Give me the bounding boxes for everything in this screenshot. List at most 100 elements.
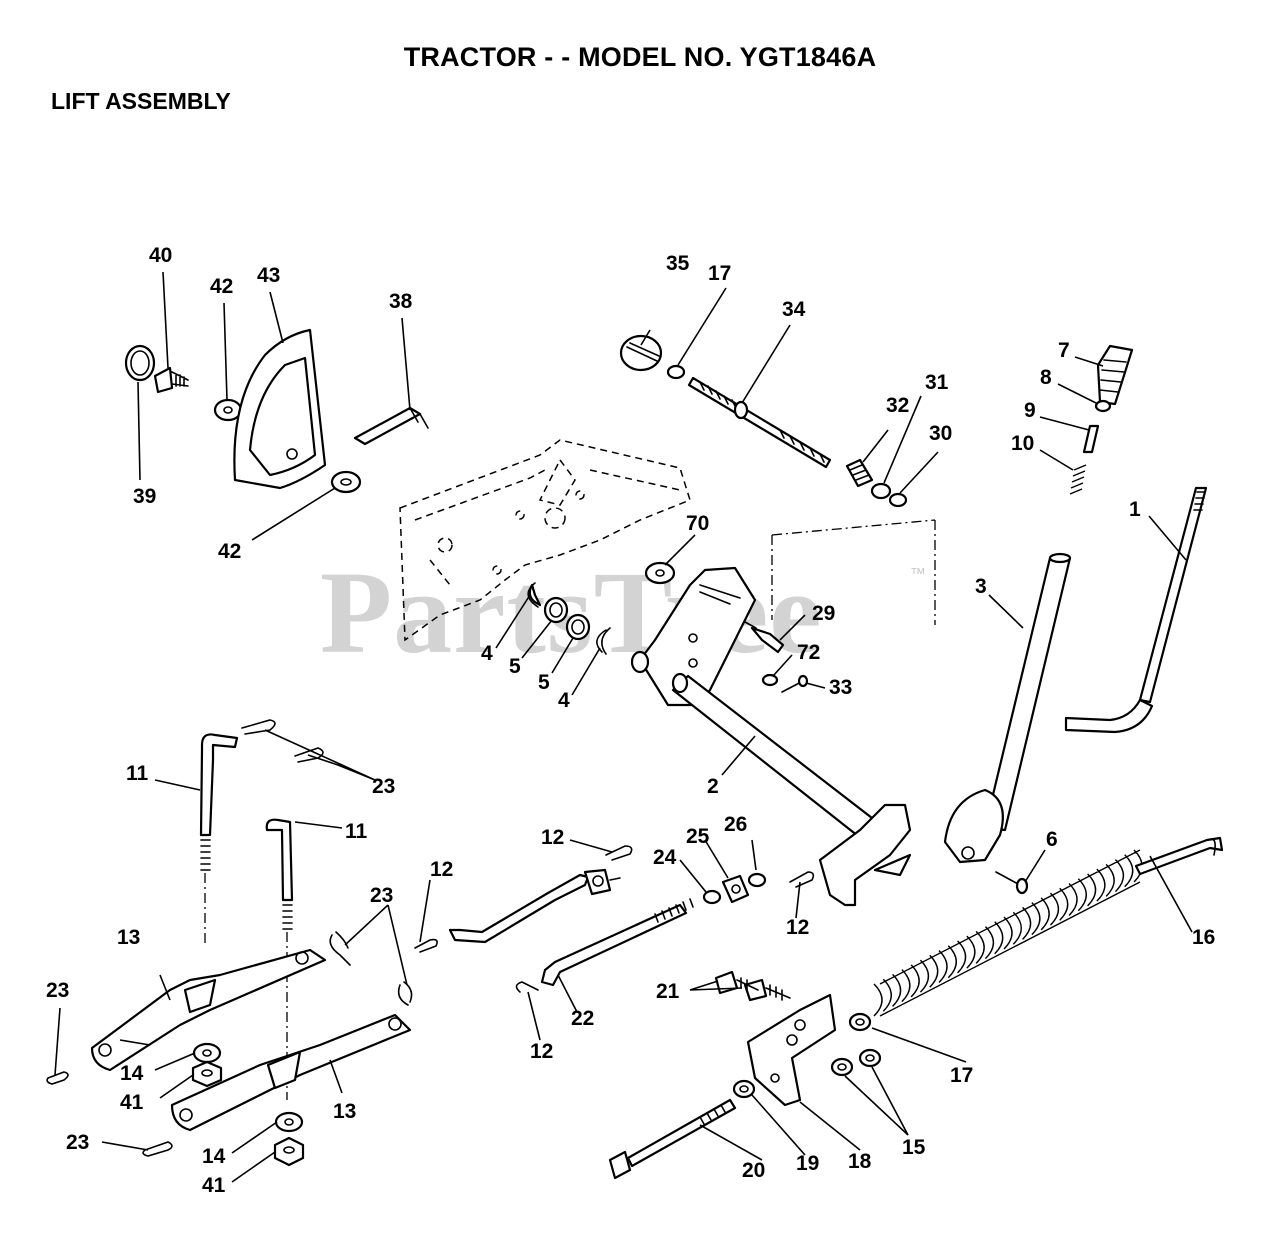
part-15-nut-left — [830, 1057, 854, 1077]
part-4-e-clip-right — [596, 627, 611, 655]
callout-72: 72 — [797, 641, 820, 664]
callout-39: 39 — [133, 485, 156, 508]
part-12-clip-left — [414, 938, 438, 953]
part-25-trunnion — [721, 874, 750, 904]
callout-16: 16 — [1192, 926, 1215, 949]
part-70-washer — [644, 561, 676, 585]
callout-14-upper: 14 — [120, 1062, 144, 1085]
part-10-spring — [1069, 464, 1087, 495]
part-22-link-rod-lower — [540, 898, 694, 987]
part-13-arm-upper — [90, 948, 327, 1072]
part-23-hairpin-upper-1 — [241, 719, 276, 735]
callout-15: 15 — [902, 1136, 926, 1159]
part-39-clip-ring — [124, 344, 156, 382]
callout-8: 8 — [1040, 366, 1052, 389]
callout-6: 6 — [1046, 828, 1058, 851]
part-6-screw — [995, 871, 1029, 895]
part-17-nut-lower — [848, 1012, 872, 1032]
callout-5-left: 5 — [509, 655, 521, 678]
part-5-washer-right — [565, 613, 591, 641]
part-12-clip-bottom — [515, 981, 539, 993]
part-8-cap — [1094, 399, 1112, 413]
callout-41-upper: 41 — [120, 1091, 144, 1114]
part-41-nut-lower — [273, 1136, 305, 1167]
callout-4-right: 4 — [558, 689, 570, 712]
part-9-button — [1082, 424, 1100, 454]
part-42-washer-upper — [213, 398, 243, 422]
part-23-hairpin-mid-2 — [397, 981, 413, 1006]
callout-30: 30 — [929, 422, 952, 445]
callout-12-top: 12 — [541, 826, 564, 849]
callout-23-left: 23 — [46, 979, 69, 1002]
part-29-pin — [744, 621, 785, 654]
part-13-arm-lower — [170, 1013, 412, 1132]
part-40-bolt — [153, 366, 189, 394]
callout-14-lower: 14 — [202, 1145, 226, 1168]
part-3-lift-handle — [943, 552, 1072, 864]
callout-34: 34 — [782, 298, 806, 321]
callout-20: 20 — [742, 1159, 765, 1182]
callout-3: 3 — [975, 575, 987, 598]
part-12-clip-right — [789, 871, 815, 888]
part-21-bolt-upper — [743, 978, 791, 1002]
page-title: TRACTOR - - MODEL NO. YGT1846A — [403, 42, 877, 72]
part-72-nut — [761, 673, 779, 687]
part-30-washer — [888, 492, 908, 508]
part-15-nut-right — [858, 1048, 882, 1068]
callout-12-right: 12 — [786, 916, 809, 939]
part-12-clip-top — [605, 845, 633, 861]
callout-17-lower: 17 — [950, 1064, 973, 1087]
callout-24: 24 — [653, 846, 677, 869]
part-26-nut — [747, 872, 767, 888]
callout-1: 1 — [1129, 498, 1141, 521]
part-14-washer-upper — [192, 1042, 222, 1064]
part-33-screw — [781, 674, 809, 693]
part-31-washer — [870, 482, 892, 500]
callout-43: 43 — [257, 264, 280, 287]
callout-21: 21 — [656, 980, 680, 1003]
callout-31: 31 — [925, 371, 949, 394]
callout-5-right: 5 — [538, 671, 550, 694]
part-4-e-clip-left — [527, 582, 542, 608]
callout-7: 7 — [1058, 339, 1070, 362]
callout-19: 19 — [796, 1152, 819, 1175]
part-24-nut — [702, 889, 722, 905]
callout-23-bottom: 23 — [66, 1131, 89, 1154]
callout-26: 26 — [724, 813, 747, 836]
part-34-adjustment-rod — [687, 376, 832, 469]
part-5-washer-left — [543, 596, 569, 624]
callout-29: 29 — [812, 602, 835, 625]
callout-22: 22 — [571, 1007, 594, 1030]
callout-labels: 1 2 3 4 4 5 5 6 7 8 9 10 11 11 12 12 12 … — [46, 244, 1215, 1197]
part-16-spring — [873, 836, 1224, 1017]
callout-4-left: 4 — [481, 642, 493, 665]
part-23-hairpin-left — [46, 1071, 69, 1085]
part-11-rod-left — [199, 733, 239, 945]
reference-box — [771, 519, 936, 625]
part-42-washer-lower — [330, 470, 362, 494]
callout-42-upper: 42 — [210, 275, 233, 298]
callout-32: 32 — [886, 394, 909, 417]
callout-9: 9 — [1024, 399, 1036, 422]
callout-12-left: 12 — [430, 858, 453, 881]
callout-35: 35 — [666, 252, 690, 275]
part-19-washer — [732, 1079, 756, 1099]
callout-2: 2 — [707, 775, 719, 798]
callout-41-lower: 41 — [202, 1174, 226, 1197]
part-1-lift-rod — [1064, 486, 1208, 734]
part-38-spring-clip — [353, 406, 429, 446]
part-20-bolt — [608, 1098, 737, 1180]
part-22-link-rod-upper — [448, 868, 621, 944]
part-43-knob-cover — [233, 328, 327, 490]
callout-12-bottom: 12 — [530, 1040, 553, 1063]
callout-23-mid: 23 — [370, 884, 393, 907]
watermark-trademark: ™ — [910, 566, 926, 583]
part-17-nut-upper — [666, 364, 686, 380]
frame-outline — [399, 439, 691, 642]
part-23-hairpin-mid-1 — [329, 931, 351, 966]
callout-70: 70 — [686, 512, 709, 535]
callout-17-upper: 17 — [708, 262, 731, 285]
callout-38: 38 — [389, 290, 413, 313]
